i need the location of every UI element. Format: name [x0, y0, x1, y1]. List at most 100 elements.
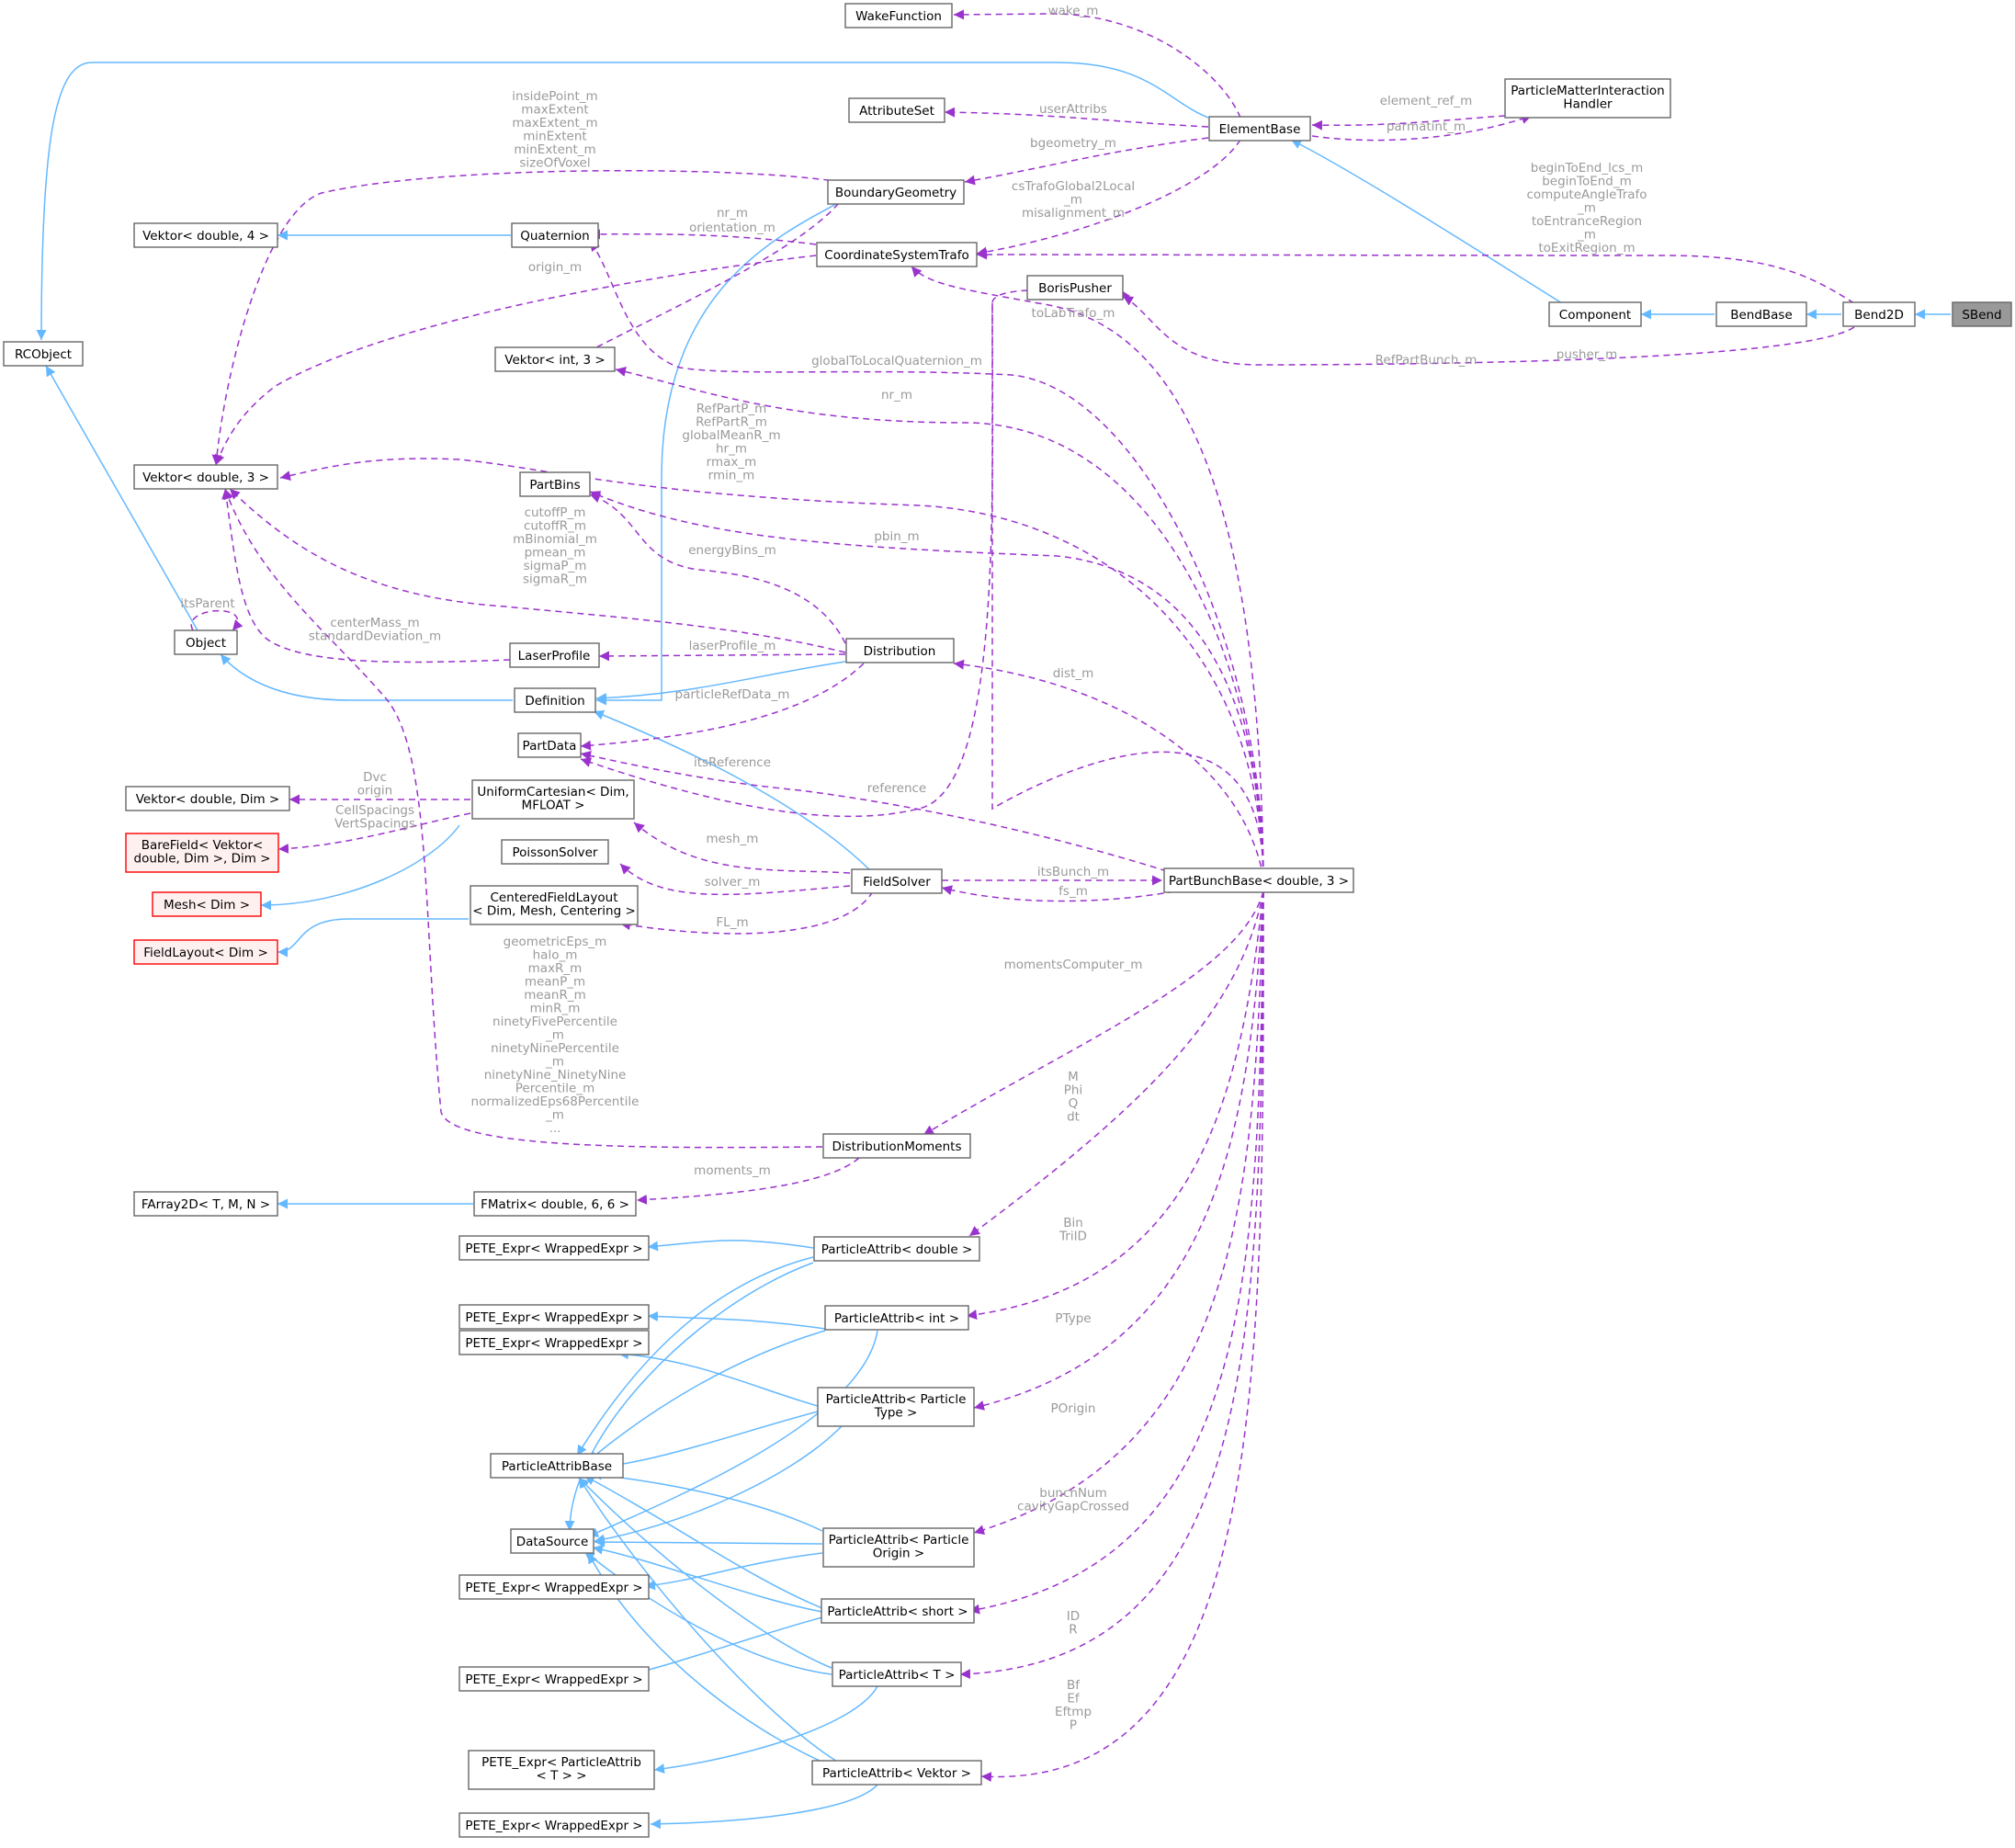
node-fmatrix[interactable]: FMatrix< double, 6, 6 >: [473, 1191, 637, 1217]
label-itsreference: itsReference: [694, 755, 771, 770]
label-orientation-m: orientation_m: [689, 221, 775, 235]
node-pete-expr-3[interactable]: PETE_Expr< WrappedExpr >: [458, 1330, 650, 1355]
text-line: nr_m: [717, 206, 748, 221]
node-boundary-geometry[interactable]: BoundaryGeometry: [827, 179, 965, 205]
text-line: BareField< Vektor<: [142, 838, 264, 853]
node-wake-function[interactable]: WakeFunction: [844, 3, 953, 28]
node-pete-expr-6[interactable]: PETE_Expr< WrappedExpr >: [458, 1812, 650, 1838]
text-line: energyBins_m: [688, 543, 776, 558]
text-line: PartBins: [529, 478, 580, 493]
label-mesh-m: mesh_m: [707, 832, 759, 846]
text-line: PETE_Expr< WrappedExpr >: [465, 1819, 642, 1833]
node-vektor-double-dim[interactable]: Vektor< double, Dim >: [125, 786, 290, 811]
label-global-quaternion-m: globalToLocalQuaternion_m: [811, 354, 982, 368]
node-pete-expr-1[interactable]: PETE_Expr< WrappedExpr >: [458, 1235, 650, 1261]
label-wake-m: wake_m: [1048, 4, 1099, 18]
node-bend-base[interactable]: BendBase: [1715, 301, 1807, 327]
node-vektor-double-3[interactable]: Vektor< double, 3 >: [133, 464, 278, 490]
text-line: DataSource: [516, 1535, 589, 1549]
node-distribution-moments[interactable]: DistributionMoments: [822, 1133, 971, 1159]
node-part-bins[interactable]: PartBins: [519, 471, 591, 497]
node-part-data[interactable]: PartData: [517, 732, 582, 758]
label-itsbunch-m: itsBunch_m: [1037, 865, 1109, 879]
node-rcobject[interactable]: RCObject: [3, 341, 84, 367]
svg-text:PETE_Expr< ParticleAttrib< T >: PETE_Expr< ParticleAttrib< T > >: [481, 1755, 641, 1784]
svg-text:PETE_Expr< WrappedExpr >: PETE_Expr< WrappedExpr >: [465, 1241, 642, 1256]
node-vektor-double-4[interactable]: Vektor< double, 4 >: [133, 222, 278, 248]
node-bare-field[interactable]: BareField< Vektor<double, Dim >, Dim >: [125, 833, 279, 873]
node-quaternion[interactable]: Quaternion: [511, 222, 599, 248]
node-particle-attrib-base[interactable]: ParticleAttribBase: [490, 1453, 624, 1479]
node-mesh-dim[interactable]: Mesh< Dim >: [152, 891, 262, 917]
edge-padouble-pab: [576, 1256, 814, 1457]
text-line: FMatrix< double, 6, 6 >: [481, 1197, 629, 1212]
edge-paint-pab: [587, 1330, 826, 1462]
node-pete-expr-2[interactable]: PETE_Expr< WrappedExpr >: [458, 1304, 650, 1330]
node-boris-pusher[interactable]: BorisPusher: [1026, 275, 1124, 300]
svg-text:BendBase: BendBase: [1730, 308, 1793, 323]
text-line: geometricEps_m: [504, 935, 607, 949]
svg-text:Quaternion: Quaternion: [520, 229, 590, 244]
node-component[interactable]: Component: [1548, 301, 1642, 327]
node-coordinate-system-trafo[interactable]: CoordinateSystemTrafo: [816, 242, 978, 267]
node-pa-double[interactable]: ParticleAttrib< double >: [813, 1236, 980, 1262]
node-distribution[interactable]: Distribution: [845, 638, 955, 663]
text-line: WakeFunction: [855, 9, 942, 24]
node-object[interactable]: Object: [174, 629, 238, 655]
node-pete-expr-5[interactable]: PETE_Expr< WrappedExpr >: [458, 1666, 650, 1692]
node-farray2d[interactable]: FArray2D< T, M, N >: [133, 1191, 278, 1217]
node-vektor-int-3[interactable]: Vektor< int, 3 >: [494, 346, 616, 372]
svg-text:Component: Component: [1559, 308, 1631, 323]
svg-text:CenteredFieldLayout< Dim, Mesh: CenteredFieldLayout< Dim, Mesh, Centerin…: [472, 890, 636, 919]
node-pa-short[interactable]: ParticleAttrib< short >: [821, 1598, 975, 1624]
svg-text:PartBins: PartBins: [529, 478, 580, 493]
text-line: mBinomial_m: [513, 532, 597, 547]
edge-definition-object: [220, 653, 513, 701]
text-line: standardDeviation_m: [309, 629, 441, 644]
node-bend2d[interactable]: Bend2D: [1842, 301, 1916, 327]
node-centered-field-layout[interactable]: CenteredFieldLayout< Dim, Mesh, Centerin…: [470, 885, 639, 925]
node-element-base[interactable]: ElementBase: [1208, 116, 1311, 142]
node-sbend[interactable]: SBend: [1952, 301, 2012, 327]
node-field-solver[interactable]: FieldSolver: [851, 868, 943, 894]
svg-text:PartBunchBase< double, 3 >: PartBunchBase< double, 3 >: [1169, 874, 1349, 889]
svg-text:CoordinateSystemTrafo: CoordinateSystemTrafo: [824, 248, 968, 263]
edge-parmatint: [1311, 114, 1533, 142]
node-definition[interactable]: Definition: [514, 687, 596, 713]
node-pa-t[interactable]: ParticleAttrib< T >: [832, 1661, 962, 1687]
text-line: FieldLayout< Dim >: [143, 946, 268, 960]
edge-userattribs: [944, 107, 1209, 128]
text-line: dt: [1067, 1110, 1080, 1125]
node-poisson-solver[interactable]: PoissonSolver: [501, 839, 609, 865]
node-laser-profile[interactable]: LaserProfile: [509, 642, 600, 668]
text-line: orientation_m: [689, 221, 775, 235]
node-part-bunch-base[interactable]: PartBunchBase< double, 3 >: [1163, 867, 1354, 893]
node-attribute-set[interactable]: AttributeSet: [848, 97, 945, 123]
text-line: minExtent_m: [514, 142, 595, 157]
edge-solver: [619, 863, 851, 896]
node-field-layout-dim[interactable]: FieldLayout< Dim >: [133, 939, 278, 965]
svg-text:Vektor< double, 3 >: Vektor< double, 3 >: [142, 471, 269, 485]
label-momentscomputer-m: momentsComputer_m: [1004, 958, 1143, 972]
edge-paint-ds: [587, 1330, 878, 1537]
text-line: ID: [1067, 1609, 1080, 1624]
node-pa-vektor[interactable]: ParticleAttrib< Vektor >: [811, 1760, 982, 1786]
text-line: < T > >: [536, 1769, 586, 1784]
edge-pa-ptype: [973, 890, 1264, 1411]
node-pa-int[interactable]: ParticleAttrib< int >: [824, 1305, 969, 1331]
edge-pashort-ds: [592, 1544, 823, 1613]
node-pete-expr-4[interactable]: PETE_Expr< WrappedExpr >: [458, 1574, 650, 1600]
node-pete-expr-pa[interactable]: PETE_Expr< ParticleAttrib< T > >: [468, 1750, 655, 1790]
node-data-source[interactable]: DataSource: [510, 1528, 594, 1554]
text-line: POrigin: [1051, 1401, 1096, 1416]
svg-text:RCObject: RCObject: [15, 347, 72, 362]
node-uniform-cartesian[interactable]: UniformCartesian< Dim,MFLOAT >: [471, 779, 635, 820]
svg-text:PETE_Expr< WrappedExpr >: PETE_Expr< WrappedExpr >: [465, 1336, 642, 1351]
text-line: PETE_Expr< WrappedExpr >: [465, 1336, 642, 1351]
